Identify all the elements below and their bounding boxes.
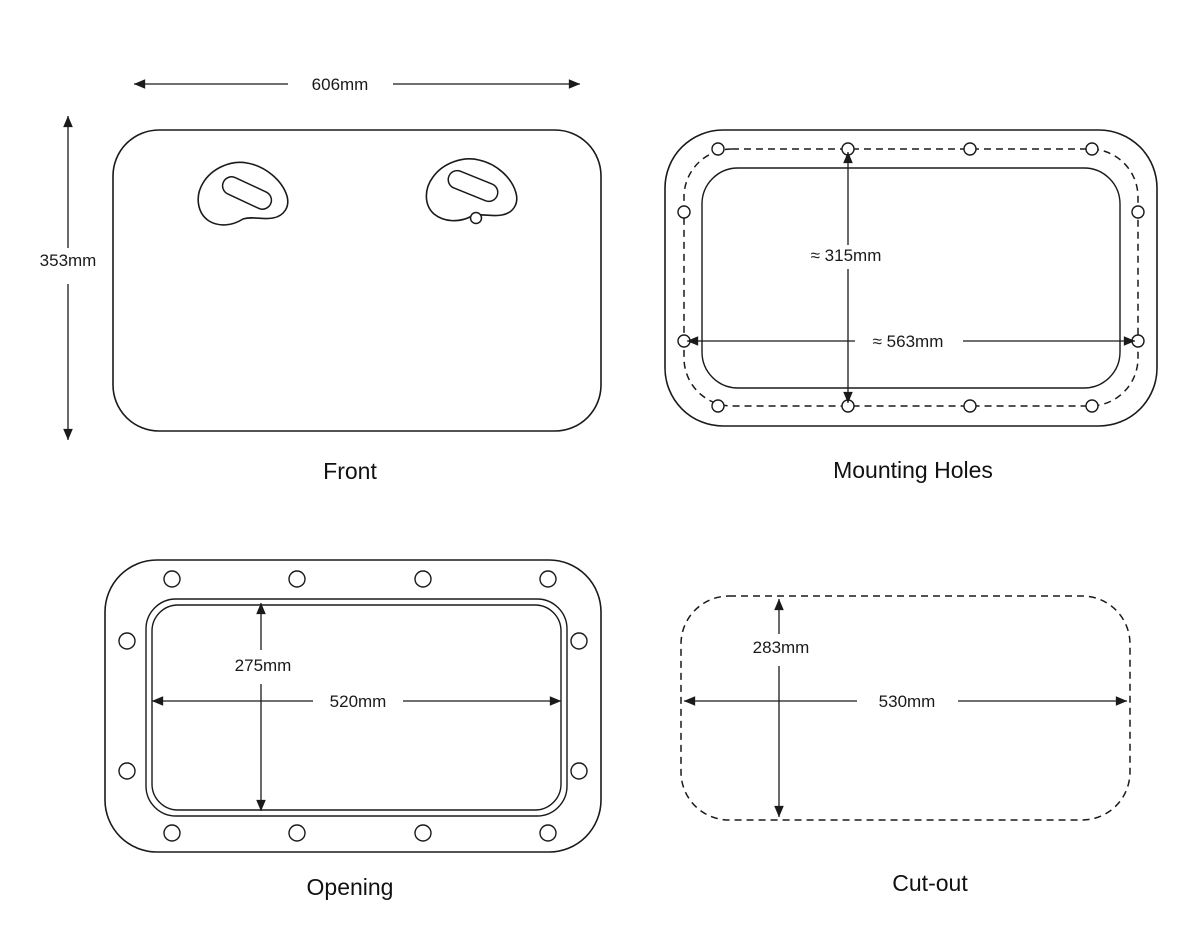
- cutout-view: 283mm 530mm Cut-out: [680, 595, 1131, 896]
- screw-hole: [118, 762, 136, 780]
- front-hatch-outline: [112, 129, 602, 432]
- mounting-hole: [677, 205, 691, 219]
- cutout-width-dimension: 530mm: [683, 692, 1128, 711]
- latch-right: [425, 158, 518, 225]
- screw-hole: [539, 570, 557, 588]
- mounting-hole: [711, 142, 725, 156]
- mounting-holes-view: ≈ 315mm ≈ 563mm Mounting Holes: [664, 129, 1158, 483]
- opening-flange-outline: [104, 559, 602, 853]
- screw-hole: [288, 570, 306, 588]
- opening-width-dim-label: 520mm: [330, 692, 387, 711]
- cutout-height-dim-label: 283mm: [753, 638, 810, 657]
- front-width-dim-label: 606mm: [312, 75, 369, 94]
- mounting-hole: [1085, 142, 1099, 156]
- latch-left: [197, 161, 289, 226]
- opening-width-dimension: 520mm: [151, 692, 562, 711]
- mounting-hole: [963, 399, 977, 413]
- mounting-width-dimension: ≈ 563mm: [686, 332, 1136, 351]
- screw-hole: [118, 632, 136, 650]
- cutout-width-dim-label: 530mm: [879, 692, 936, 711]
- screw-hole: [163, 570, 181, 588]
- opening-view: 275mm 520mm Opening: [104, 559, 602, 900]
- screw-hole: [163, 824, 181, 842]
- mounting-hole: [711, 399, 725, 413]
- mounting-height-dim-label: ≈ 315mm: [811, 246, 882, 265]
- screw-hole: [570, 632, 588, 650]
- front-view: 606mm 353mm Front: [40, 75, 602, 484]
- mounting-hole: [963, 142, 977, 156]
- latch-right-lock-hole: [469, 211, 483, 225]
- screw-hole: [414, 570, 432, 588]
- front-height-dim-label: 353mm: [40, 251, 97, 270]
- screw-hole: [414, 824, 432, 842]
- front-width-dimension: 606mm: [133, 75, 581, 94]
- mounting-holes-view-label: Mounting Holes: [833, 457, 993, 483]
- mounting-width-dim-label: ≈ 563mm: [873, 332, 944, 351]
- opening-height-dim-label: 275mm: [235, 656, 292, 675]
- mounting-outer-outline: [664, 129, 1158, 427]
- opening-inner-outline-outer: [145, 598, 568, 817]
- screw-hole: [288, 824, 306, 842]
- latch-right-slot: [447, 169, 499, 203]
- mounting-inner-outline: [701, 167, 1121, 389]
- mounting-hole: [1085, 399, 1099, 413]
- opening-inner-outline-inner: [151, 604, 562, 811]
- front-height-dimension: 353mm: [40, 115, 97, 441]
- front-view-label: Front: [323, 458, 377, 484]
- opening-height-dimension: 275mm: [235, 602, 292, 812]
- mounting-hole: [1131, 205, 1145, 219]
- screw-hole: [570, 762, 588, 780]
- cutout-dashed-outline: [680, 595, 1131, 821]
- opening-view-label: Opening: [307, 874, 394, 900]
- latch-left-slot: [221, 176, 273, 210]
- opening-screw-holes: [118, 570, 588, 842]
- cutout-height-dimension: 283mm: [753, 598, 810, 818]
- cutout-view-label: Cut-out: [892, 870, 968, 896]
- screw-hole: [539, 824, 557, 842]
- mounting-height-dimension: ≈ 315mm: [811, 151, 882, 404]
